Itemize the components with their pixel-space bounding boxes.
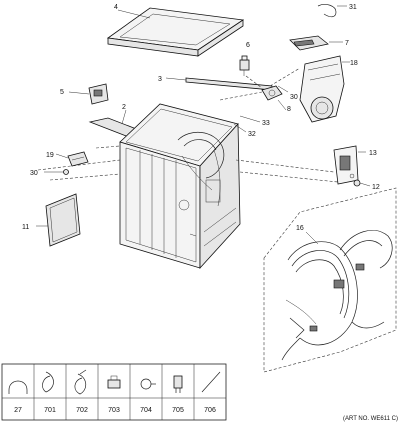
art-number: (ART NO. WE611 C) <box>343 416 398 422</box>
cabinet <box>119 103 241 270</box>
callout-4: 4 <box>114 4 118 11</box>
wire-clip-icon <box>74 369 87 395</box>
callout-3: 3 <box>158 76 162 83</box>
legend-label: 704 <box>140 407 152 414</box>
callout-5: 5 <box>60 89 64 96</box>
legend-label: 706 <box>204 407 216 414</box>
valve-8 <box>261 85 283 101</box>
bracket-7 <box>289 35 329 51</box>
switch-box-5 <box>88 83 109 105</box>
bracket-13 <box>333 145 359 185</box>
harness-clip-icon <box>107 375 121 389</box>
callout-7: 7 <box>345 40 349 47</box>
callout-33: 33 <box>262 120 270 127</box>
legend-table: 27 701 702 703 704 705 706 <box>1 363 227 421</box>
panel-11 <box>45 193 81 247</box>
wire-harness-box <box>263 187 397 373</box>
callout-30-lower: 30 <box>30 170 38 177</box>
screw-30 <box>44 169 69 175</box>
wire-31 <box>317 4 337 18</box>
connector-icon <box>173 375 183 393</box>
callout-16: 16 <box>296 225 304 232</box>
legend-label: 701 <box>44 407 56 414</box>
callout-8: 8 <box>287 106 291 113</box>
top-panel <box>106 7 245 57</box>
legend-label: 702 <box>76 407 88 414</box>
screw-12 <box>353 179 371 187</box>
strap-icon <box>201 371 221 393</box>
legend-label: 27 <box>14 407 22 414</box>
legend-label: 705 <box>172 407 184 414</box>
rail-3 <box>185 77 273 91</box>
callout-13: 13 <box>369 150 377 157</box>
control-housing-18 <box>299 55 345 123</box>
clip-icon <box>140 378 156 390</box>
cable-tie-icon <box>42 371 54 393</box>
hose-clamp-icon <box>8 380 28 394</box>
valve-6 <box>239 55 250 76</box>
bracket-19 <box>67 151 89 167</box>
callout-18: 18 <box>350 60 358 67</box>
callout-2: 2 <box>122 104 126 111</box>
callout-6: 6 <box>246 42 250 49</box>
wire-harness-16 <box>281 230 393 361</box>
callout-32: 32 <box>248 131 256 138</box>
callout-19: 19 <box>46 152 54 159</box>
legend-label: 703 <box>108 407 120 414</box>
callout-12: 12 <box>372 184 380 191</box>
callout-11: 11 <box>22 224 29 231</box>
callout-31: 31 <box>349 4 357 11</box>
callout-30-upper: 30 <box>290 94 298 101</box>
